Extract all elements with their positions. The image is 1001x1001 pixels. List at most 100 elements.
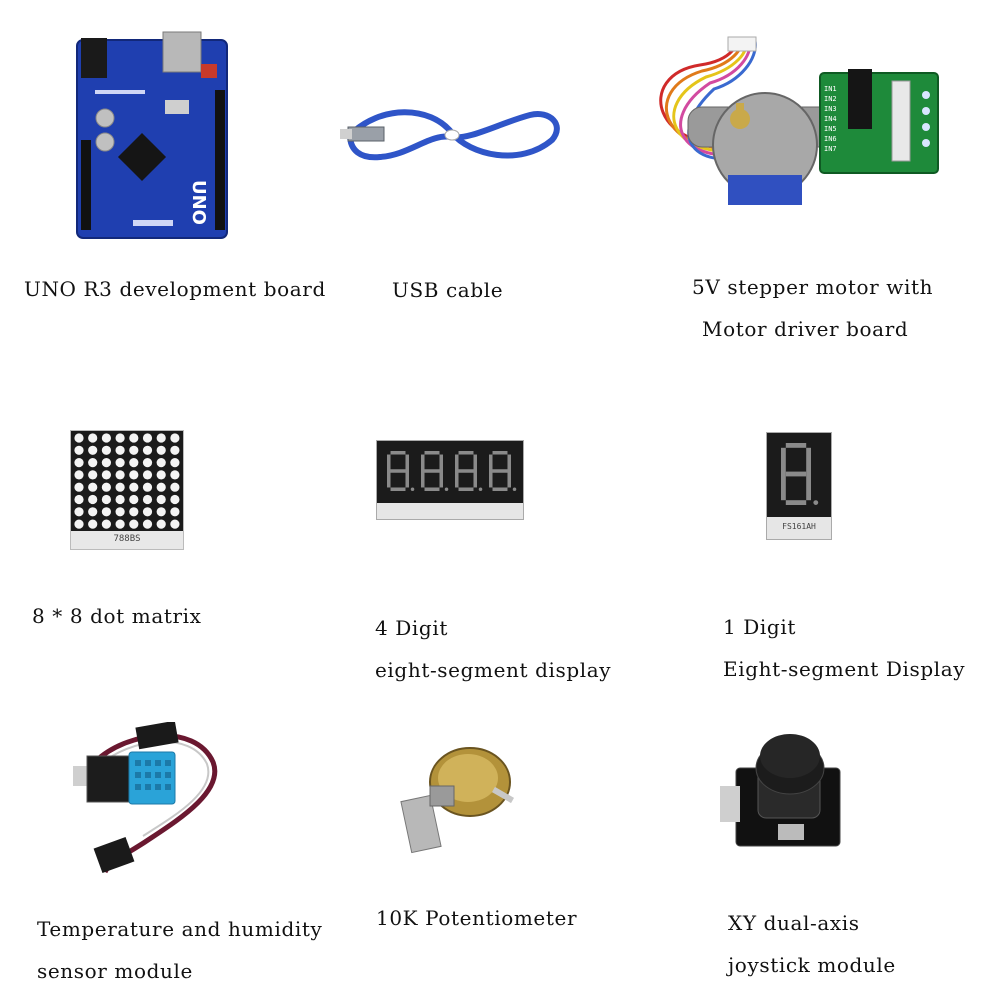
matrix-led xyxy=(115,494,125,505)
matrix-led xyxy=(156,482,166,492)
caption-line: 4 Digit xyxy=(375,616,448,640)
caption-one-digit: 1 Digit Eight-segment Display xyxy=(723,606,965,690)
matrix-led xyxy=(101,507,111,517)
segment xyxy=(473,471,477,488)
driver-label-in4: IN4 xyxy=(824,115,837,123)
segment xyxy=(455,471,459,488)
segment-dot xyxy=(512,487,517,491)
matrix-led xyxy=(170,470,180,480)
caption-potentiometer: 10K Potentiometer xyxy=(376,906,577,930)
caption-uno-board: UNO R3 development board xyxy=(24,277,326,301)
matrix-led xyxy=(74,519,84,529)
matrix-led xyxy=(74,445,84,455)
matrix-led xyxy=(129,470,139,480)
segment-dot xyxy=(478,487,483,491)
matrix-led xyxy=(129,458,139,468)
matrix-led xyxy=(142,519,153,529)
matrix-led xyxy=(88,433,98,443)
segment xyxy=(492,451,508,455)
matrix-led xyxy=(129,433,139,443)
matrix-led xyxy=(170,458,180,468)
matrix-led xyxy=(129,519,139,529)
dht-sensor-image xyxy=(73,722,218,874)
matrix-led xyxy=(101,519,111,529)
segment xyxy=(806,474,811,501)
segment-dot xyxy=(410,487,415,491)
joystick-image xyxy=(720,734,841,847)
dot-matrix-image: 788BS xyxy=(70,430,184,550)
matrix-led xyxy=(170,445,180,455)
caption-line: USB cable xyxy=(392,278,504,302)
segment-dot xyxy=(444,487,449,491)
segment xyxy=(387,454,391,471)
matrix-led xyxy=(88,470,98,480)
matrix-led xyxy=(74,470,84,480)
caption-line: Eight-segment Display xyxy=(723,657,966,681)
driver-label-in5: IN5 xyxy=(824,125,837,133)
matrix-led xyxy=(129,494,139,505)
caption-dot-matrix: 8 * 8 dot matrix xyxy=(32,604,202,628)
matrix-led xyxy=(88,507,98,517)
one-digit-display-image: FS161AH xyxy=(766,432,832,540)
segment xyxy=(390,451,406,455)
caption-line: Temperature and humidity xyxy=(37,917,323,941)
segment xyxy=(489,454,493,471)
segment xyxy=(785,443,807,448)
matrix-led xyxy=(74,433,84,443)
segment xyxy=(421,471,425,488)
matrix-led xyxy=(88,519,98,529)
caption-four-digit: 4 Digit eight-segment display xyxy=(375,607,611,691)
matrix-led xyxy=(88,445,98,455)
matrix-led xyxy=(74,458,84,468)
matrix-led xyxy=(129,507,139,517)
matrix-led xyxy=(156,494,166,505)
matrix-led xyxy=(129,482,139,492)
segment xyxy=(781,447,786,474)
matrix-led xyxy=(142,507,153,517)
caption-line: joystick module xyxy=(728,953,896,977)
segment xyxy=(492,469,508,473)
matrix-led xyxy=(156,445,166,455)
segment xyxy=(424,469,440,473)
matrix-led xyxy=(129,445,139,455)
caption-stepper-motor: 5V stepper motor with Motor driver board xyxy=(692,266,933,350)
segment xyxy=(439,471,443,488)
matrix-led xyxy=(115,519,125,529)
segment xyxy=(387,471,391,488)
one-digit-part-label: FS161AH xyxy=(782,522,816,531)
matrix-led xyxy=(156,507,166,517)
segment xyxy=(507,471,511,488)
matrix-led xyxy=(101,494,111,505)
stepper-motor-image: IN1 IN2 IN3 IN4 IN5 IN6 IN7 xyxy=(659,36,939,205)
driver-label-in1: IN1 xyxy=(824,85,837,93)
one-digit-segments xyxy=(767,433,831,517)
matrix-led xyxy=(101,433,111,443)
caption-line: 5V stepper motor with xyxy=(692,275,934,299)
matrix-led xyxy=(142,494,153,505)
segment xyxy=(806,447,811,474)
segment xyxy=(785,500,807,505)
segment xyxy=(405,454,409,471)
caption-line: 1 Digit xyxy=(723,615,796,639)
matrix-led xyxy=(142,458,153,468)
dot-matrix-grid xyxy=(71,431,183,531)
matrix-led xyxy=(101,458,111,468)
matrix-led xyxy=(156,470,166,480)
matrix-led xyxy=(74,482,84,492)
caption-usb-cable: USB cable xyxy=(392,278,503,302)
matrix-led xyxy=(142,433,153,443)
matrix-led xyxy=(142,470,153,480)
matrix-led xyxy=(74,507,84,517)
matrix-led xyxy=(170,482,180,492)
uno-logo-text: UNO xyxy=(188,180,209,225)
matrix-led xyxy=(115,507,125,517)
segment xyxy=(473,454,477,471)
matrix-led xyxy=(101,445,111,455)
caption-dht-sensor: Temperature and humidity sensor module xyxy=(37,908,322,992)
matrix-led xyxy=(142,482,153,492)
segment xyxy=(492,487,508,491)
matrix-led xyxy=(88,482,98,492)
segment xyxy=(421,454,425,471)
matrix-led xyxy=(115,482,125,492)
matrix-led xyxy=(101,470,111,480)
